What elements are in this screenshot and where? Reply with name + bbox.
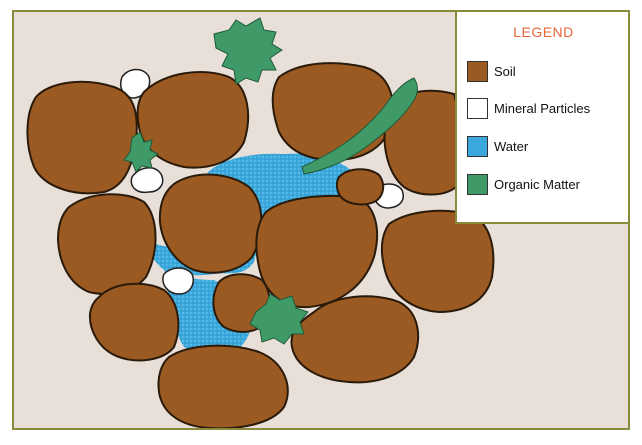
legend-panel: LEGEND Soil Mineral Particles Water Orga…	[455, 12, 628, 224]
soil-clod-13	[157, 344, 289, 428]
soil-clod-3	[271, 62, 394, 162]
soil-clod-2	[136, 71, 250, 169]
mineral-particle-3	[162, 267, 194, 295]
organic-matter-3	[301, 77, 418, 175]
legend-label: Soil	[494, 64, 516, 79]
legend-label: Organic Matter	[494, 177, 580, 192]
soil-clod-6	[158, 173, 263, 274]
mineral-particle-2	[130, 167, 164, 194]
soil-clod-8	[335, 168, 385, 206]
water-swatch-icon	[467, 136, 488, 157]
soil-swatch-icon	[467, 61, 488, 82]
organic-swatch-icon	[467, 174, 488, 195]
soil-clod-7	[255, 194, 379, 309]
organic-matter-4	[249, 293, 309, 345]
legend-label: Mineral Particles	[494, 101, 591, 116]
organic-matter-1	[213, 17, 283, 85]
soil-clod-1	[26, 80, 138, 195]
soil-clod-12	[290, 295, 420, 384]
mineral-swatch-icon	[467, 98, 488, 119]
legend-label: Water	[494, 139, 529, 154]
diagram-frame: LEGEND Soil Mineral Particles Water Orga…	[12, 10, 630, 430]
legend-item-water: Water	[467, 136, 528, 157]
soil-clod-9	[380, 209, 495, 314]
soil-clod-10	[88, 282, 180, 362]
legend-title: LEGEND	[513, 24, 574, 40]
soil-diagram	[26, 17, 495, 428]
legend-item-soil: Soil	[467, 61, 516, 82]
organic-matter-2	[123, 131, 159, 173]
legend-item-mineral: Mineral Particles	[467, 98, 590, 119]
legend-item-organic: Organic Matter	[467, 174, 580, 195]
soil-clod-5	[56, 193, 157, 295]
